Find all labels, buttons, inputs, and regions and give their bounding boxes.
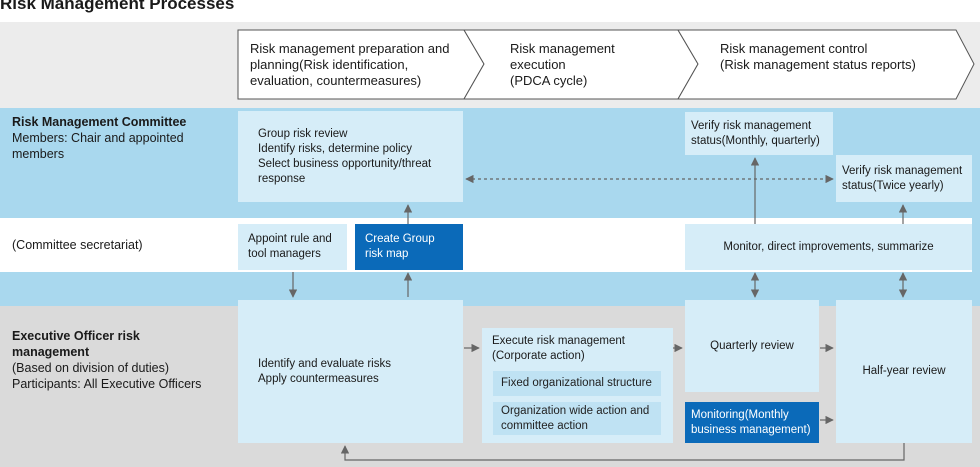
monitor-box: Monitor, direct improvements, summarize	[685, 224, 972, 270]
fixed-structure-box: Fixed organizational structure	[493, 371, 661, 396]
executive-lane-label: Executive Officer risk management (Based…	[12, 329, 202, 391]
arrow-feedback-loop	[340, 443, 905, 461]
quarterly-review-box: Quarterly review	[685, 300, 819, 392]
half-year-review-box: Half-year review	[836, 300, 972, 443]
page-title: Risk Management Processes	[0, 0, 235, 13]
committee-lane-label: Risk Management Committee Members: Chair…	[12, 115, 187, 161]
stage-3-label: Risk management control(Risk management …	[720, 41, 916, 72]
secretariat-lane-label: (Committee secretariat)	[12, 238, 143, 252]
stage-chevron-3	[677, 29, 975, 100]
